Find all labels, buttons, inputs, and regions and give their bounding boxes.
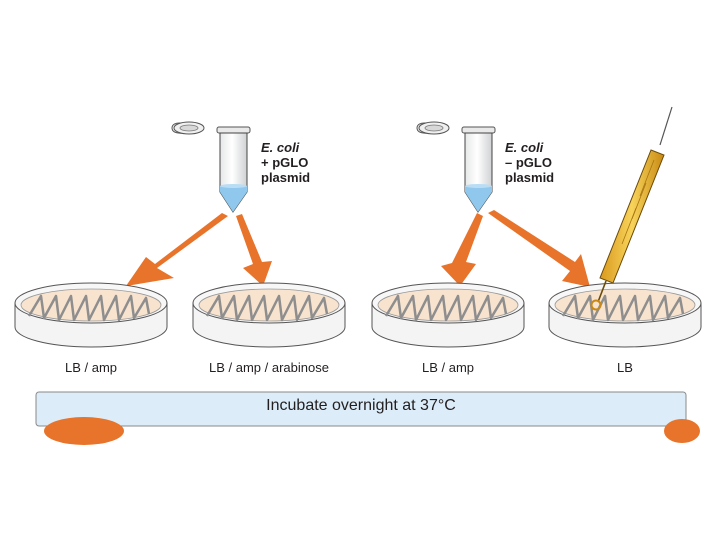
tube-label-plasmid-status: – pGLO	[505, 155, 552, 170]
petri-dish-icon	[192, 282, 346, 348]
plate-label: LB	[617, 360, 633, 375]
petri-dish-icon	[371, 282, 525, 348]
microcentrifuge-tube-icon	[416, 121, 496, 213]
tube-label-negative: E. coli – pGLO plasmid	[505, 140, 554, 185]
microcentrifuge-tube-icon	[171, 121, 251, 213]
inoculation-loop-icon	[590, 106, 673, 311]
petri-dish-icon	[548, 282, 702, 348]
arrow-icon	[126, 213, 228, 286]
tube-label-organism: E. coli	[261, 140, 300, 155]
arrow-icon	[441, 213, 483, 286]
tube-label-plasmid-status: + pGLO	[261, 155, 309, 170]
arrow-icon	[488, 210, 590, 287]
plate-label: LB / amp	[421, 360, 475, 375]
incubate-banner: Incubate overnight at 37°C	[36, 392, 686, 422]
tube-label-organism: E. coli	[505, 140, 544, 155]
plate-label: LB / amp / arabinose	[209, 360, 329, 375]
tube-label-positive: E. coli + pGLO plasmid	[261, 140, 310, 185]
incubate-banner-background	[35, 391, 700, 445]
arrow-icon	[236, 214, 272, 286]
tube-label-plasmid: plasmid	[505, 170, 555, 185]
petri-dish-icon	[14, 282, 168, 348]
tube-label-plasmid: plasmid	[261, 170, 311, 185]
arrows	[126, 210, 590, 287]
plate-label: LB / amp	[64, 360, 118, 375]
incubate-text: Incubate overnight at 37°C	[266, 397, 456, 414]
